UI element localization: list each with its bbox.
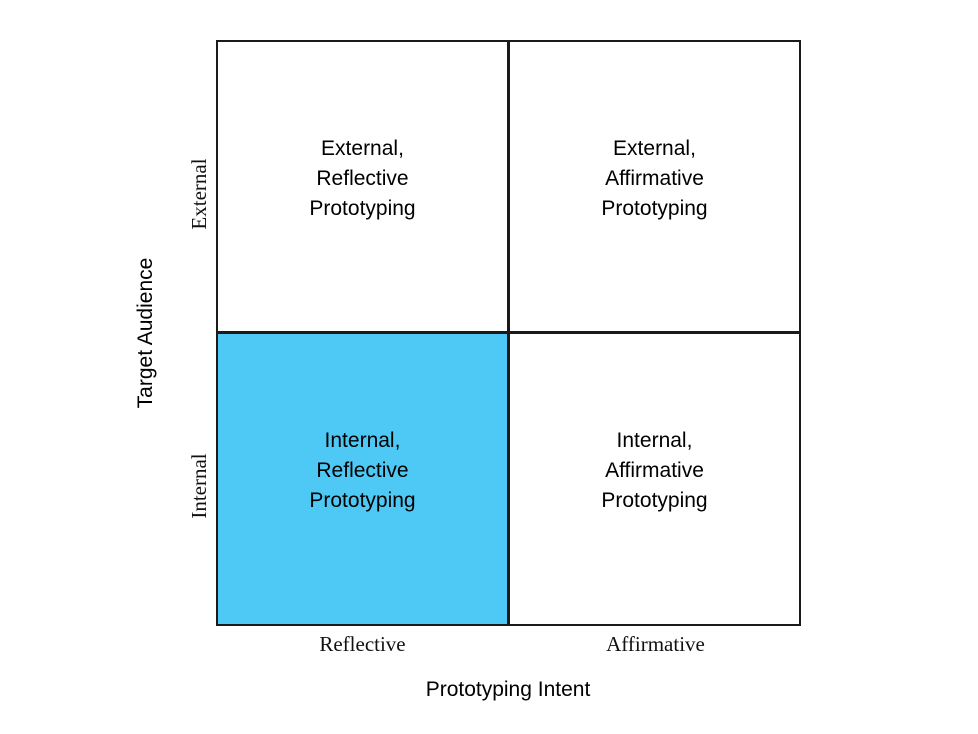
x-axis-label-affirmative: Affirmative [606, 632, 705, 656]
quadrant-label: External, Affirmative Prototyping [601, 137, 708, 220]
x-axis-label-reflective: Reflective [319, 632, 406, 656]
quadrant-internal-affirmative: Internal, Affirmative Prototyping [508, 332, 801, 626]
y-axis-label-internal: Internal [187, 453, 211, 519]
y-axis-title: Target Audience [134, 257, 157, 409]
y-axis-label-external: External [187, 158, 211, 230]
quadrant-matrix: External, Reflective Prototyping Externa… [216, 40, 801, 626]
quadrant-external-reflective: External, Reflective Prototyping [216, 40, 509, 333]
quadrant-external-affirmative: External, Affirmative Prototyping [508, 40, 801, 333]
quadrant-label: External, Reflective Prototyping [309, 137, 416, 220]
quadrant-label: Internal, Affirmative Prototyping [601, 429, 708, 512]
quadrant-label: Internal, Reflective Prototyping [309, 429, 416, 512]
quadrant-internal-reflective: Internal, Reflective Prototyping [216, 332, 509, 626]
x-axis-title: Prototyping Intent [425, 678, 591, 701]
